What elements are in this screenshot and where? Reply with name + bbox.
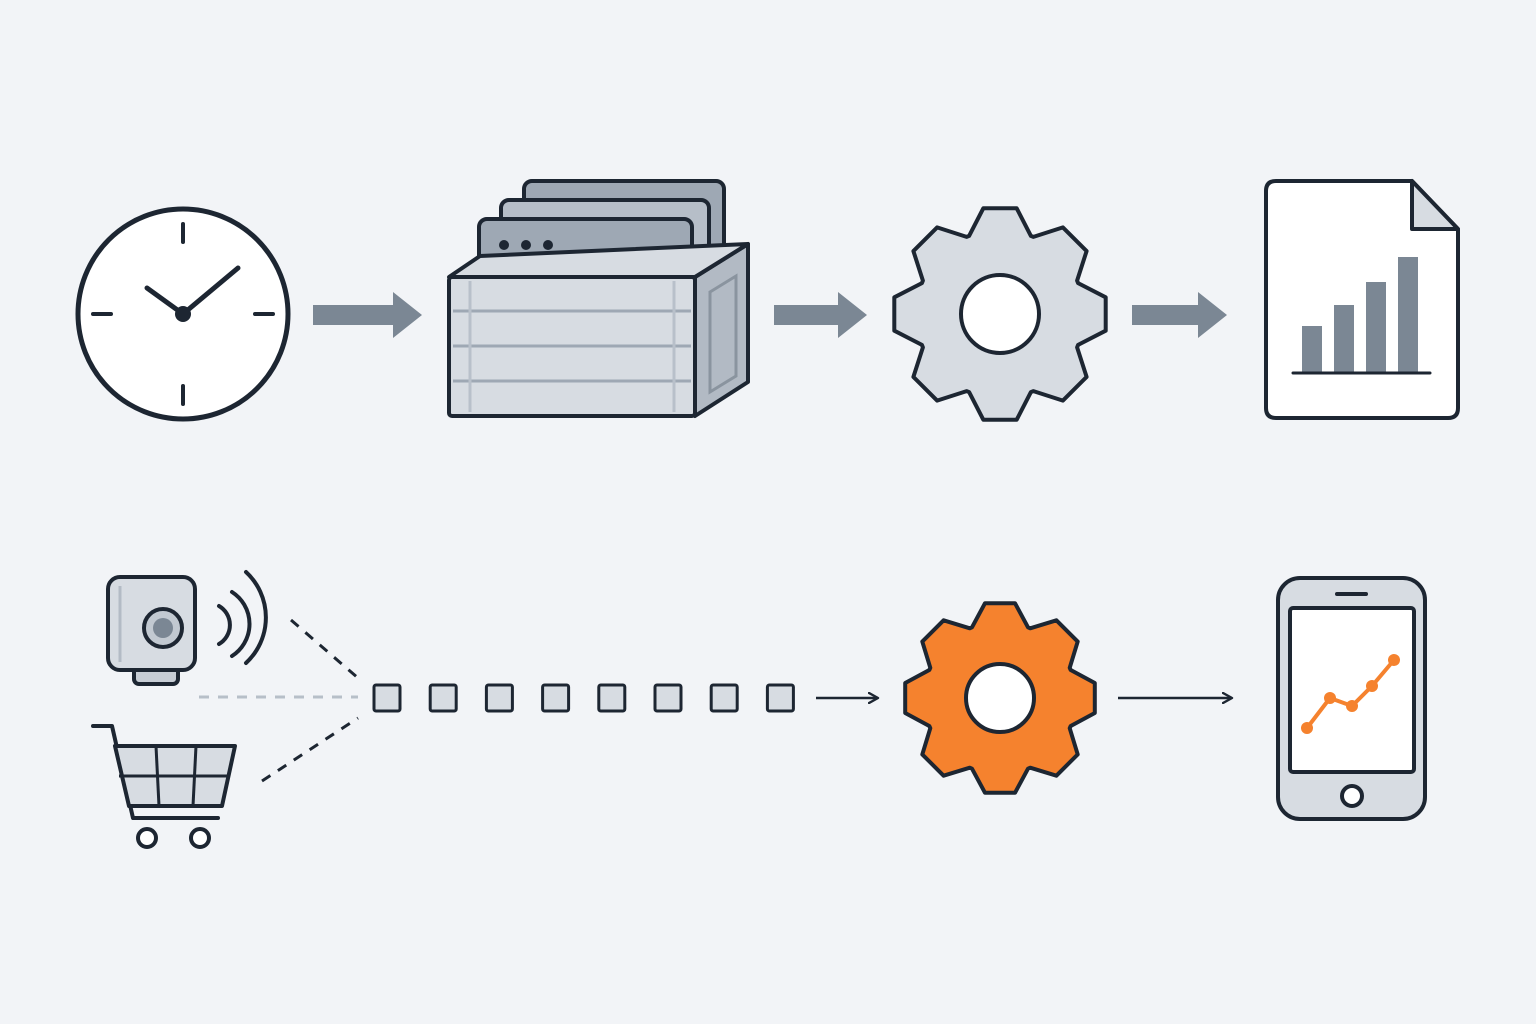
event-square bbox=[372, 683, 402, 713]
arrow-batch-to-gear bbox=[774, 292, 867, 338]
gear-hole bbox=[959, 273, 1041, 355]
bar-chart-icon bbox=[1291, 257, 1432, 375]
event-stream bbox=[372, 683, 795, 713]
event-square bbox=[428, 683, 458, 713]
gear-hole bbox=[964, 662, 1036, 734]
sensor-device-icon bbox=[106, 570, 268, 686]
event-square bbox=[484, 683, 514, 713]
event-square bbox=[597, 683, 627, 713]
source-merge-lines bbox=[199, 618, 359, 783]
clock-icon bbox=[75, 206, 291, 422]
shopping-cart-icon bbox=[91, 724, 237, 849]
gear-icon bbox=[892, 206, 1108, 422]
event-square bbox=[541, 683, 571, 713]
event-square bbox=[709, 683, 739, 713]
report-document-icon bbox=[1264, 179, 1460, 420]
line-chart-icon bbox=[1301, 654, 1400, 734]
batch-box-icon bbox=[447, 179, 750, 418]
arrow-gear-to-report bbox=[1132, 292, 1227, 338]
smartphone-chart-icon bbox=[1276, 576, 1427, 821]
event-square bbox=[653, 683, 683, 713]
arrow-clock-to-batch bbox=[313, 292, 422, 338]
orange-gear-icon bbox=[903, 601, 1097, 795]
event-square bbox=[765, 683, 795, 713]
